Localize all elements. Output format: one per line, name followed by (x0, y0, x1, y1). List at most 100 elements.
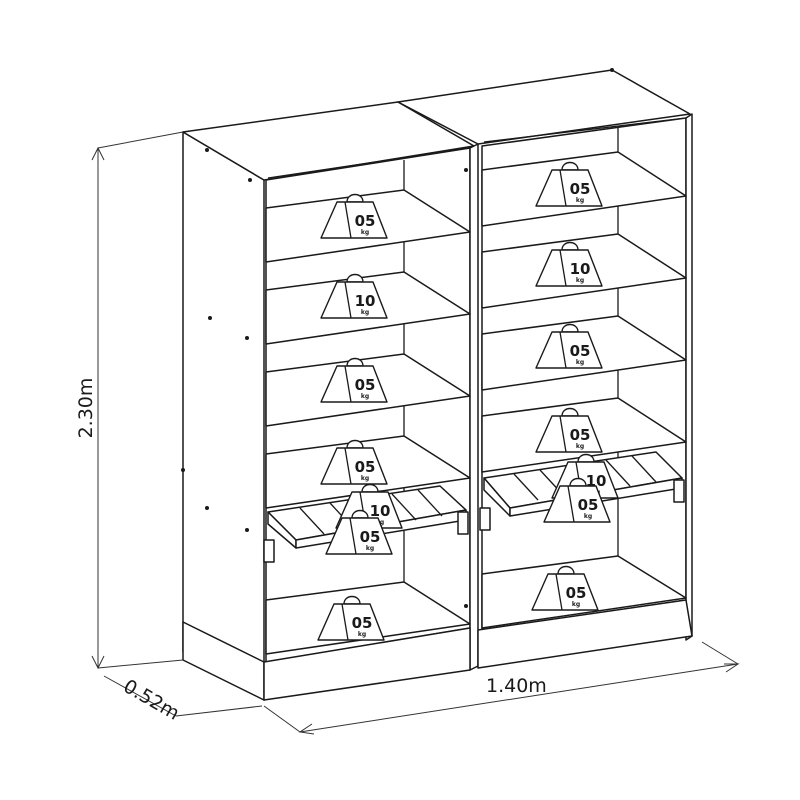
weight-label: 10 (370, 502, 391, 520)
weight-edge (559, 331, 567, 369)
weight-handle (557, 565, 575, 575)
weight-edge (559, 169, 567, 207)
weight-label: 05 (355, 458, 376, 476)
weight-edge (567, 485, 575, 523)
weight-edge (341, 603, 349, 641)
rack-runner-right (457, 511, 469, 535)
weight-label: 05 (352, 614, 373, 632)
weight-body (320, 447, 388, 485)
weight-edge (344, 201, 352, 239)
arrow-up-icon (91, 146, 105, 161)
rack-runner-left (479, 507, 491, 531)
arrow-right-icon (724, 663, 740, 673)
depth-label: 0.52m (120, 675, 184, 724)
hinge-dot (245, 336, 249, 340)
weight-body (320, 281, 388, 319)
weight-handle (346, 439, 364, 449)
weight-edge (555, 573, 563, 611)
weight-body (531, 573, 599, 611)
weight-handle (346, 357, 364, 367)
weight-unit: kg (576, 197, 584, 204)
width-dimension-line (299, 663, 739, 733)
weight-unit: kg (576, 359, 584, 366)
height-extension-line (97, 131, 184, 149)
weight-body (320, 365, 388, 403)
weight-body (535, 415, 603, 453)
rack-slat (513, 473, 539, 501)
left-cabinet-right-panel (469, 143, 479, 671)
weight-handle (346, 193, 364, 203)
right-cabinet-top-panel (397, 69, 691, 145)
weight-label: 05 (570, 342, 591, 360)
weight-label: 05 (570, 426, 591, 444)
hinge-dot (610, 68, 614, 72)
weight-handle (343, 595, 361, 605)
weight-label: 05 (566, 584, 587, 602)
weight-edge (344, 365, 352, 403)
weight-body (317, 603, 385, 641)
right-cabinet-base-front (477, 599, 693, 669)
hinge-dot (464, 604, 468, 608)
weight-unit: kg (366, 545, 374, 552)
hinge-dot (205, 148, 209, 152)
width-extension-line (263, 705, 301, 733)
hinge-dot (248, 178, 252, 182)
weight-body (320, 201, 388, 239)
weight-unit: kg (361, 475, 369, 482)
weight-body (325, 517, 393, 555)
weight-unit: kg (572, 601, 580, 608)
rack-slat (631, 455, 657, 483)
weight-handle (351, 509, 369, 519)
weight-edge (344, 447, 352, 485)
weight-label: 05 (355, 212, 376, 230)
weight-handle (346, 273, 364, 283)
hinge-dot (208, 316, 212, 320)
hinge-dot (464, 168, 468, 172)
width-label: 1.40m (486, 675, 547, 697)
weight-label: 05 (355, 376, 376, 394)
hinge-dot (245, 528, 249, 532)
weight-edge (559, 249, 567, 287)
weight-handle (561, 323, 579, 333)
height-label: 2.30m (75, 378, 97, 439)
arrow-down-icon (91, 655, 105, 670)
weight-unit: kg (358, 631, 366, 638)
arrow-left-icon (298, 723, 315, 735)
rack-slat (299, 507, 325, 535)
depth-dimension-line (103, 675, 177, 717)
rack-runner-left (263, 539, 275, 563)
weight-edge (349, 517, 357, 555)
weight-handle (561, 241, 579, 251)
weight-unit: kg (361, 393, 369, 400)
weight-label: 10 (570, 260, 591, 278)
rack-slat (391, 493, 417, 521)
weight-handle (569, 477, 587, 487)
weight-body (535, 169, 603, 207)
rack-slat (605, 459, 631, 487)
weight-unit: kg (361, 229, 369, 236)
weight-label: 05 (360, 528, 381, 546)
left-cabinet-side-panel (182, 131, 265, 701)
hinge-dot (205, 506, 209, 510)
rack-runner-right (673, 479, 685, 503)
width-dimension: 1.40m (263, 641, 740, 735)
weight-label: 05 (570, 180, 591, 198)
depth-extension-line (175, 705, 263, 717)
weight-edge (344, 281, 352, 319)
weight-handle (361, 483, 379, 493)
weight-body (543, 485, 611, 523)
weight-unit: kg (584, 513, 592, 520)
left-cabinet-base-front (263, 627, 471, 701)
